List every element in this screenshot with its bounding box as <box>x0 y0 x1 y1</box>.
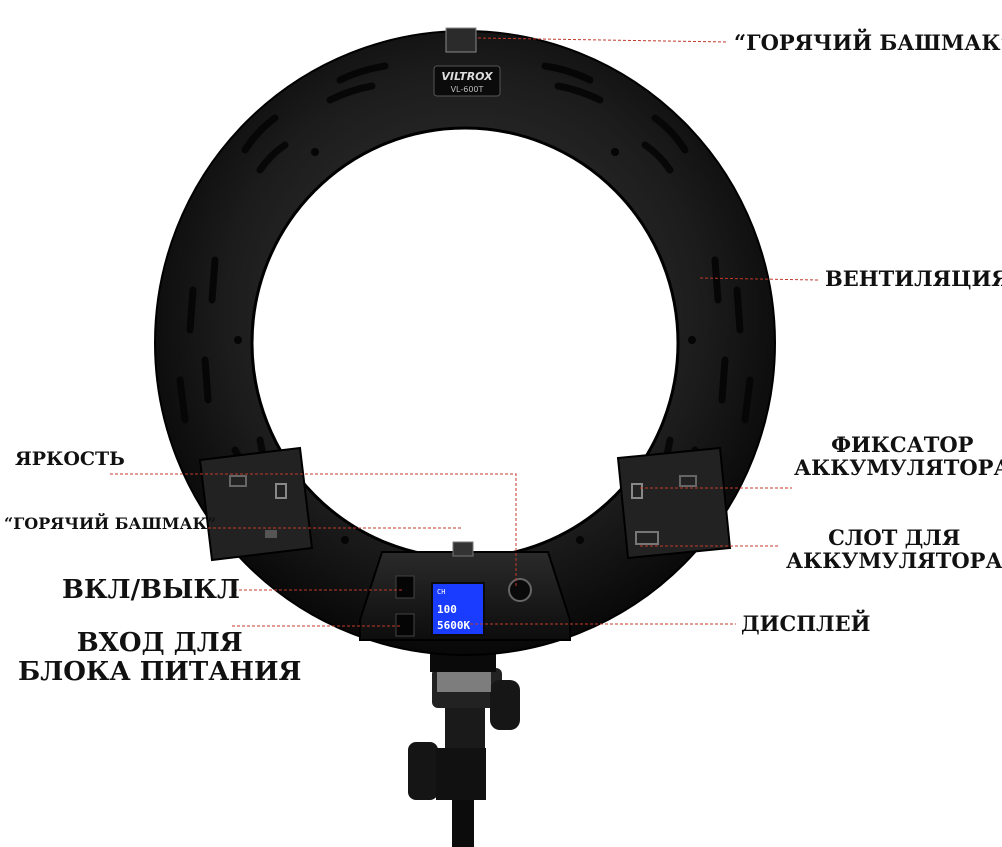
label-hot-shoe-top: “ГОРЯЧИЙ БАШМАК” <box>734 30 1002 55</box>
ring-body <box>155 31 775 655</box>
logo-model: VL-600T <box>451 85 484 94</box>
logo-brand: VILTROX <box>441 70 493 83</box>
lcd-display <box>431 582 485 636</box>
lcd-ch: CH <box>437 588 445 596</box>
battery-plate-left <box>198 446 314 562</box>
label-battery-lock-line2: АККУМУЛЯТОРА <box>794 455 1002 481</box>
logo-badge: VILTROX VL-600T <box>433 65 501 97</box>
control-panel: CH 100 5600K <box>359 541 571 641</box>
label-brightness: ЯРКОСТЬ <box>15 448 125 470</box>
lcd-brightness: 100 <box>437 603 457 616</box>
power-input-port <box>395 613 415 637</box>
label-battery-lock: ФИКСАТОР АККУМУЛЯТОРА <box>794 433 1002 479</box>
label-battery-slot-line1: СЛОТ ДЛЯ <box>828 525 961 550</box>
brightness-knob[interactable] <box>508 578 532 602</box>
label-power-switch: ВКЛ/ВЫКЛ <box>62 575 240 605</box>
hot-shoe-bottom <box>452 541 474 557</box>
battery-plate-right <box>616 446 732 560</box>
screws <box>234 148 696 544</box>
label-display: ДИСПЛЕЙ <box>741 611 871 636</box>
label-battery-slot: СЛОТ ДЛЯ АККУМУЛЯТОРА <box>786 526 1002 572</box>
leader-lines <box>110 37 819 627</box>
label-battery-slot-line2: АККУМУЛЯТОРА <box>786 548 1002 574</box>
label-battery-lock-line1: ФИКСАТОР <box>831 432 974 457</box>
lcd-temperature: 5600K <box>437 619 470 632</box>
label-power-input-line2: БЛОКА ПИТАНИЯ <box>18 656 302 687</box>
power-switch[interactable] <box>395 575 415 599</box>
label-power-input: ВХОД ДЛЯ БЛОКА ПИТАНИЯ <box>18 629 301 686</box>
label-power-input-line1: ВХОД ДЛЯ <box>76 628 243 658</box>
hot-shoe-top <box>445 27 477 53</box>
label-ventilation: ВЕНТИЛЯЦИЯ <box>825 266 1002 291</box>
label-hot-shoe-bottom: “ГОРЯЧИЙ БАШМАК” <box>4 514 217 533</box>
light-stand <box>408 668 520 847</box>
